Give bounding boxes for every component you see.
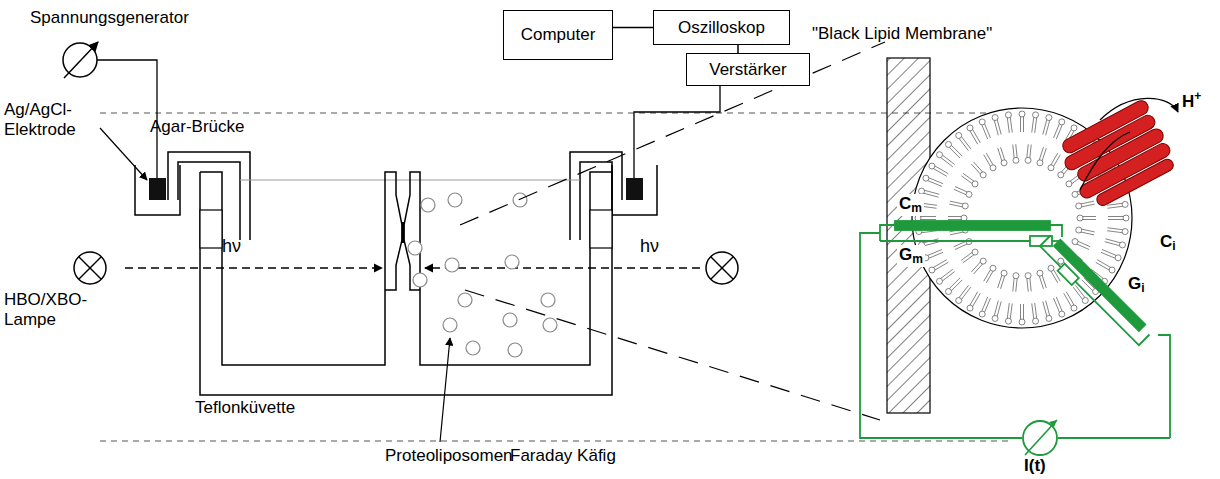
- device-label: Spannungsgenerator: [30, 8, 189, 28]
- light-symbol: hν: [222, 236, 241, 257]
- box-label: Oszilloskop: [678, 18, 765, 38]
- cuvette-label: Teflonküvette: [195, 398, 295, 418]
- electrode-label: Ag/AgCl-Elektrode: [4, 100, 104, 139]
- box-label: Computer: [521, 25, 596, 45]
- conductance-label: Gi: [1128, 274, 1145, 296]
- membrane-label: "Black Lipid Membrane": [812, 24, 992, 44]
- device-box: Computer: [503, 10, 613, 60]
- signal-wire: [613, 27, 653, 29]
- capacitance-label: Cm: [897, 194, 924, 216]
- current-label: I(t): [1024, 456, 1046, 476]
- cage-label: Faraday Käfig: [510, 446, 616, 466]
- device-box: Verstärker: [686, 53, 810, 86]
- light-symbol: hν: [640, 236, 659, 257]
- conductance-label: Gm: [897, 245, 925, 267]
- lamp-label: HBO/XBO-Lampe: [4, 290, 104, 329]
- box-label: Verstärker: [709, 60, 786, 80]
- liposome-label: Proteoliposomen: [385, 446, 513, 466]
- signal-wire: [737, 45, 739, 53]
- bridge-label: Agar-Brücke: [150, 117, 244, 137]
- capacitance-label: Ci: [1160, 232, 1176, 254]
- device-box: Oszilloskop: [653, 10, 790, 45]
- proton-label: H+: [1182, 90, 1201, 112]
